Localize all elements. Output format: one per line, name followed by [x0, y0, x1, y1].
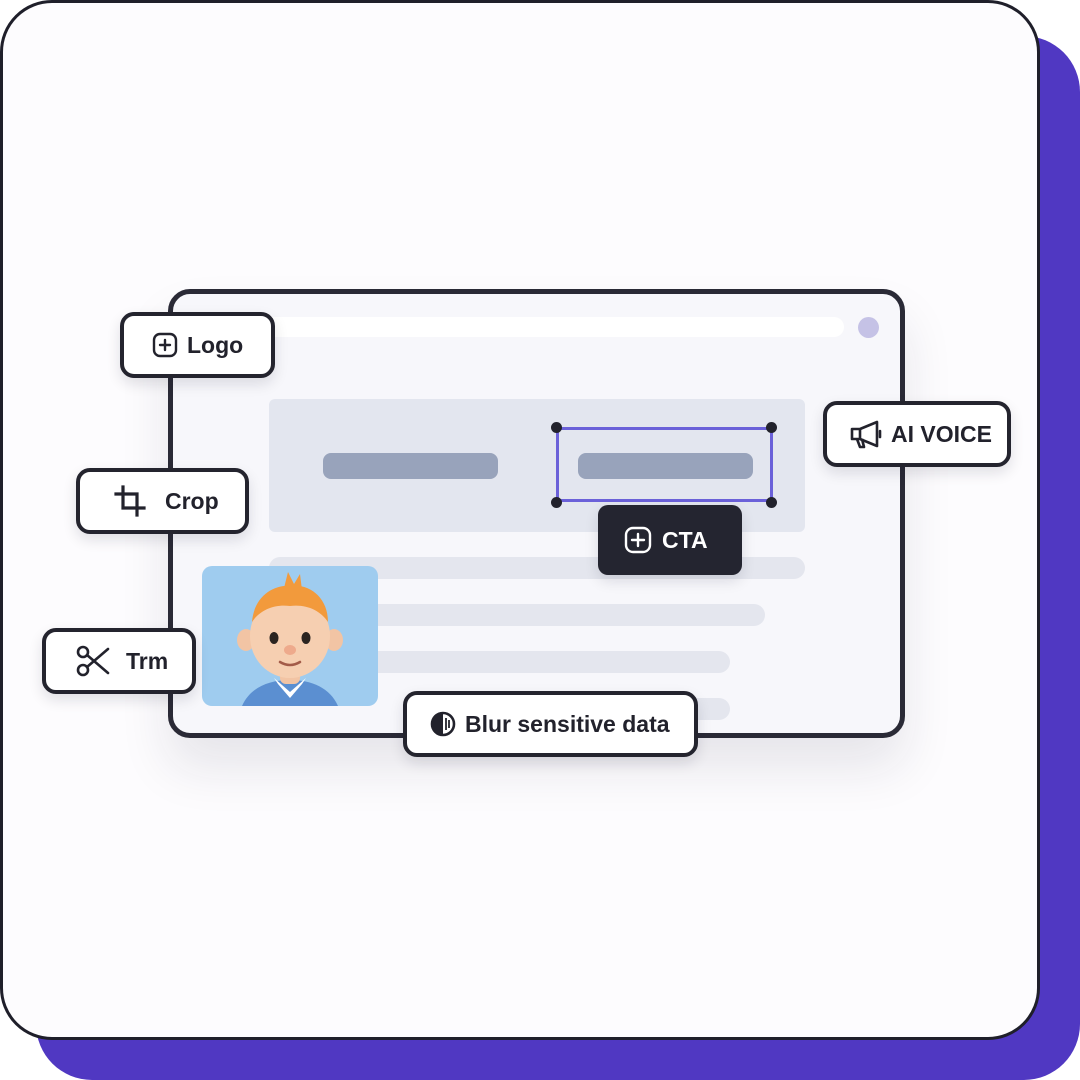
trim-tag-label: Trm: [126, 647, 169, 674]
resize-handle-bottom-left[interactable]: [551, 497, 562, 508]
selection-box[interactable]: [556, 427, 773, 502]
content-line: [330, 651, 730, 673]
ai-voice-tag-label: AI VOICE: [891, 420, 992, 447]
address-bar: [258, 317, 844, 337]
crop-tag-label: Crop: [165, 487, 219, 514]
avatar: [202, 566, 378, 706]
resize-handle-top-right[interactable]: [766, 422, 777, 433]
half-circle-icon: [429, 710, 457, 738]
placeholder-pill: [323, 453, 498, 479]
crop-tag[interactable]: Crop: [76, 468, 249, 534]
crop-icon: [114, 485, 146, 517]
window-dot: [858, 317, 879, 338]
trim-tag[interactable]: Trm: [42, 628, 196, 694]
blur-tag-label: Blur sensitive data: [465, 710, 670, 737]
content-line: [330, 604, 765, 626]
blur-tag[interactable]: Blur sensitive data: [403, 691, 698, 757]
cta-tag-label: CTA: [662, 526, 708, 553]
cta-tag[interactable]: CTA: [598, 505, 742, 575]
resize-handle-bottom-right[interactable]: [766, 497, 777, 508]
scissors-icon: [76, 645, 110, 677]
logo-tag[interactable]: Logo: [120, 312, 275, 378]
plus-square-icon: [152, 332, 178, 358]
ai-voice-tag[interactable]: AI VOICE: [823, 401, 1011, 467]
logo-tag-label: Logo: [187, 331, 244, 358]
resize-handle-top-left[interactable]: [551, 422, 562, 433]
cta-placeholder-pill[interactable]: [578, 453, 753, 479]
megaphone-icon: [849, 419, 883, 449]
plus-square-icon: [624, 526, 652, 554]
